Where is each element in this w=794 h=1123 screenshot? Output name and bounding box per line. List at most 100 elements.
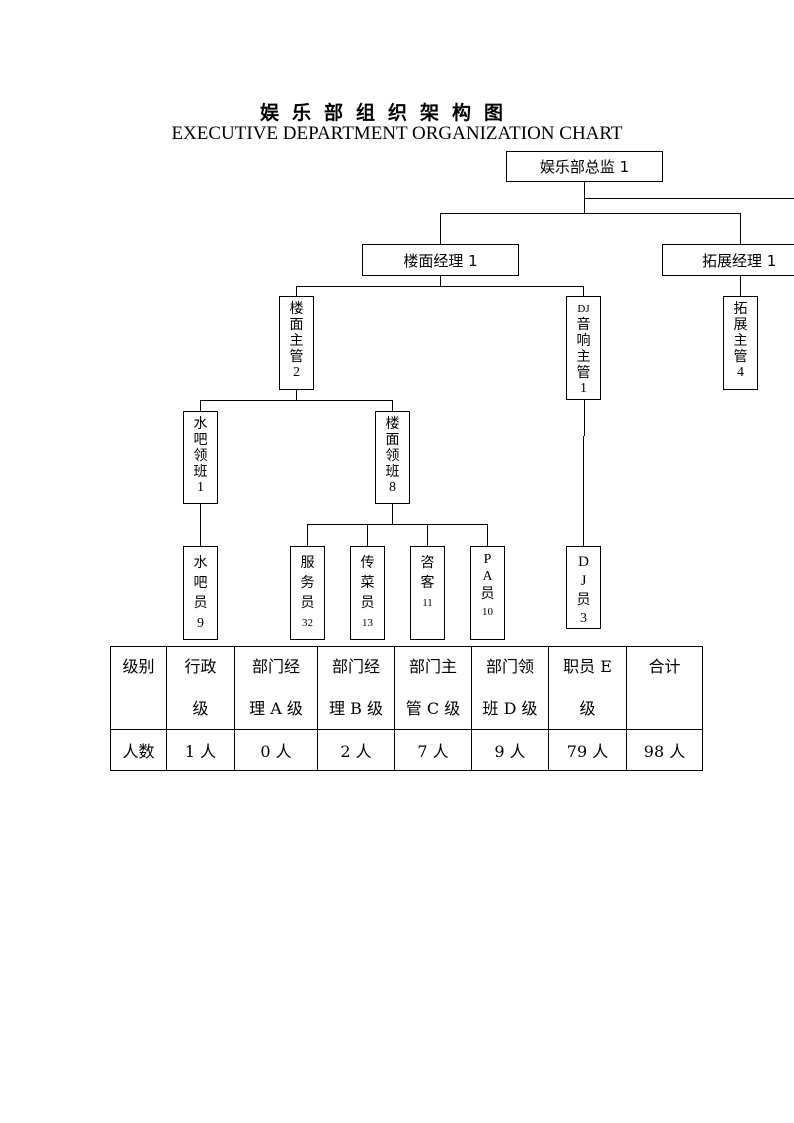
bar-staff-char: 吧 <box>193 575 208 591</box>
waiter-count: 32 <box>302 617 313 629</box>
table-cell: 98 人 <box>626 729 703 771</box>
pa-count: 10 <box>482 606 493 618</box>
expansion-supervisor-char: 主 <box>733 333 748 349</box>
pa-char: 员 <box>480 586 495 602</box>
connector-line <box>584 198 794 199</box>
host-count: 11 <box>422 597 433 609</box>
chart-title-cn: 娱乐部组织架构图 <box>259 102 516 124</box>
expansion-supervisor-box: 拓 展 主 管 4 <box>723 296 758 390</box>
connector-line <box>307 524 308 546</box>
bar-lead-char: 吧 <box>193 432 208 448</box>
dj-supervisor-char: 音 <box>576 317 591 333</box>
bar-staff-count: 9 <box>197 616 204 631</box>
table-header-cell: 部门经理 A 级 <box>234 646 318 730</box>
header-text: 职员 E <box>563 657 612 676</box>
header-text: 部门经 <box>251 657 300 676</box>
connector-line <box>200 400 201 411</box>
header-text: 级 <box>579 699 596 718</box>
dj-supervisor-prefix: DJ <box>577 303 590 315</box>
connector-line <box>584 400 585 436</box>
floor-lead-char: 楼 <box>385 416 400 432</box>
expansion-supervisor-char: 拓 <box>733 301 748 317</box>
bar-lead-box: 水 吧 领 班 1 <box>183 411 218 504</box>
bar-lead-char: 领 <box>193 448 208 464</box>
connector-line <box>200 400 393 401</box>
runner-char: 菜 <box>360 575 375 591</box>
connector-line <box>740 276 741 296</box>
dj-supervisor-box: DJ 音 响 主 管 1 <box>566 296 601 400</box>
headcount-table: 级别 行政级 部门经理 A 级 部门经理 B 级 部门主管 C 级 部门领班 D… <box>110 646 703 771</box>
connector-line <box>296 286 297 296</box>
floor-supervisor-char: 面 <box>289 317 304 333</box>
runner-box: 传 菜 员 13 <box>350 546 385 640</box>
runner-char: 员 <box>360 595 375 611</box>
waiter-box: 服 务 员 32 <box>290 546 325 640</box>
table-cell: 9 人 <box>471 729 549 771</box>
table-cell: 2 人 <box>317 729 395 771</box>
dj-staff-char: D <box>578 554 589 570</box>
dj-staff-char: J <box>580 573 587 589</box>
table-header-cell: 级别 <box>110 646 167 730</box>
pa-char: A <box>482 569 493 584</box>
connector-line <box>392 504 393 524</box>
table-header-row: 级别 行政级 部门经理 A 级 部门经理 B 级 部门主管 C 级 部门领班 D… <box>110 646 703 730</box>
connector-line <box>440 276 441 286</box>
connector-line <box>584 182 585 213</box>
header-text: 理 B 级 <box>329 699 383 718</box>
table-row: 人数 1 人 0 人 2 人 7 人 9 人 79 人 98 人 <box>110 729 703 771</box>
connector-line <box>740 213 741 244</box>
table-header-cell: 部门经理 B 级 <box>317 646 395 730</box>
table-header-cell: 合计 <box>626 646 703 730</box>
waiter-char: 员 <box>300 595 315 611</box>
floor-supervisor-count: 2 <box>293 365 300 380</box>
host-char: 客 <box>420 575 435 591</box>
expansion-supervisor-count: 4 <box>737 365 744 380</box>
pa-char: P <box>483 552 492 567</box>
bar-lead-count: 1 <box>197 480 204 495</box>
pa-box: P A 员 10 <box>470 546 505 640</box>
header-text: 部门主 <box>408 657 457 676</box>
connector-line <box>440 213 741 214</box>
expansion-manager-label: 拓展经理 1 <box>702 251 777 270</box>
table-cell: 人数 <box>110 729 167 771</box>
connector-line <box>296 390 297 400</box>
header-text: 行政 <box>184 657 217 676</box>
floor-supervisor-char: 楼 <box>289 301 304 317</box>
host-char: 咨 <box>420 555 435 571</box>
connector-line <box>440 213 441 244</box>
floor-manager-label: 楼面经理 1 <box>403 251 478 270</box>
expansion-manager-box: 拓展经理 1 <box>662 244 794 276</box>
header-text: 管 C 级 <box>405 699 461 718</box>
floor-lead-count: 8 <box>389 480 396 495</box>
floor-supervisor-box: 楼 面 主 管 2 <box>279 296 314 390</box>
floor-lead-box: 楼 面 领 班 8 <box>375 411 410 504</box>
runner-count: 13 <box>362 617 373 629</box>
header-text: 部门经 <box>331 657 380 676</box>
floor-manager-box: 楼面经理 1 <box>362 244 519 276</box>
header-text: 级别 <box>122 657 155 676</box>
dj-staff-count: 3 <box>580 611 587 626</box>
table-cell: 0 人 <box>234 729 318 771</box>
connector-line <box>200 504 201 546</box>
floor-lead-char: 面 <box>385 432 400 448</box>
header-text: 理 A 级 <box>249 699 303 718</box>
bar-lead-char: 水 <box>193 416 208 432</box>
table-cell: 1 人 <box>166 729 235 771</box>
waiter-char: 服 <box>300 555 315 571</box>
director-box: 娱乐部总监 1 <box>506 151 663 182</box>
dj-supervisor-char: 响 <box>576 333 591 349</box>
expansion-supervisor-char: 展 <box>733 317 748 333</box>
director-label: 娱乐部总监 1 <box>539 158 630 176</box>
bar-lead-char: 班 <box>193 464 208 480</box>
table-cell: 7 人 <box>394 729 472 771</box>
bar-staff-box: 水 吧 员 9 <box>183 546 218 640</box>
connector-line <box>427 524 428 546</box>
table-header-cell: 部门领班 D 级 <box>471 646 549 730</box>
dj-staff-char: 员 <box>576 592 591 608</box>
bar-staff-char: 员 <box>193 595 208 611</box>
header-text: 班 D 级 <box>482 699 538 718</box>
connector-line <box>296 286 584 287</box>
table-header-cell: 部门主管 C 级 <box>394 646 472 730</box>
connector-line <box>487 524 488 546</box>
floor-lead-char: 领 <box>385 448 400 464</box>
